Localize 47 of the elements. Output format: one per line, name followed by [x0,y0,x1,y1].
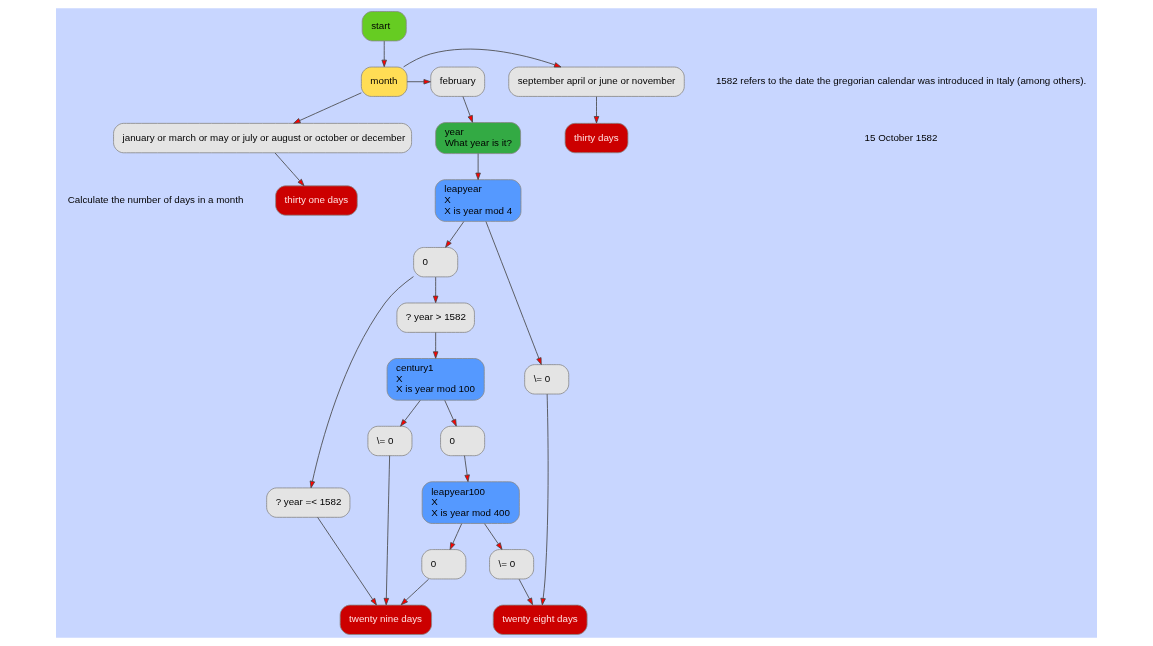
arrow [518,578,533,606]
arrow [309,276,414,489]
arrow [593,96,600,124]
node-box: year What year is it? [435,122,521,154]
node-box: 0 [440,425,486,457]
node-box: century1 X X is year mod 100 [386,358,485,401]
arrow [406,79,431,85]
node-box: start [361,11,407,42]
arrow [449,523,463,550]
node-box: twenty eight days [492,604,588,635]
arrow [317,516,377,606]
arrow [432,276,439,304]
arrow [464,455,470,482]
node-box: ? year =< 1582 [266,487,351,518]
node-box: thirty days [564,122,629,154]
arrow [462,96,473,123]
node-box: september april or june or november [508,66,685,97]
node-box: 0 [413,247,459,278]
arrow [383,455,391,606]
label: 1582 refers to the date the gregorian calendar was introduced in Italy (among others). [715,75,1087,87]
node-box: month [360,66,408,97]
node-box: january or march or may or july or august or october or december [113,122,412,154]
arrow [475,153,481,180]
arrow [540,393,549,606]
node-box: thirty one days [275,185,358,216]
arrow [400,400,421,427]
arrow [445,221,465,248]
node-box: february [430,66,486,97]
node-box: leapyear X X is year mod 4 [434,179,522,222]
label: 15 October 1582 [864,131,938,143]
node-box: \= 0 [524,364,570,395]
arrow [381,40,387,68]
label: Calculate the number of days in a month [67,194,244,206]
arrow [484,523,503,550]
node-box: ? year > 1582 [396,302,475,333]
node-box: 0 [421,549,467,580]
node-box: \= 0 [367,425,413,457]
node-box: \= 0 [489,549,535,580]
arrow [293,92,362,124]
arrow [400,578,429,606]
arrow [444,400,457,427]
arrow [403,48,562,68]
arrow [485,221,542,365]
arrow [432,332,439,359]
node-box: leapyear100 X X is year mod 400 [421,481,520,524]
node-box: twenty nine days [339,604,432,635]
arrow [274,152,305,187]
